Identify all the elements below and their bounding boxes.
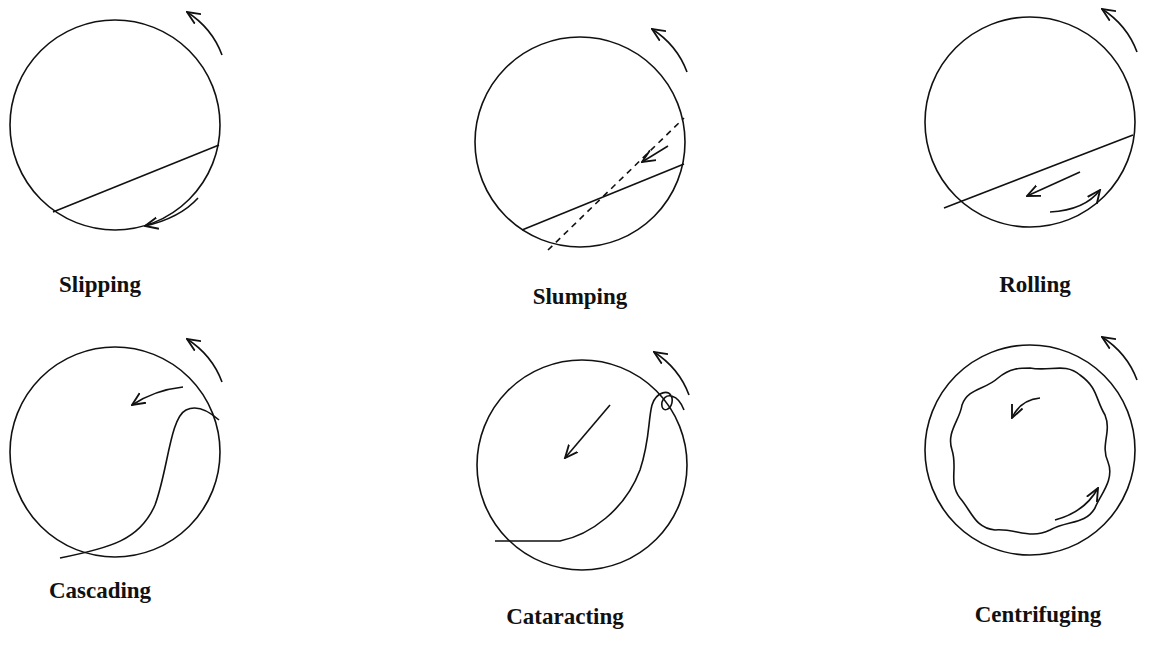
drum-circle bbox=[477, 360, 687, 570]
bed-surface bbox=[944, 135, 1133, 208]
rotation-arrow bbox=[187, 339, 222, 382]
motion-arrow bbox=[642, 146, 668, 162]
motion-arrow bbox=[132, 387, 183, 405]
rotation-arrow bbox=[654, 352, 689, 395]
drum-circle bbox=[10, 347, 220, 557]
rotation-arrow bbox=[1102, 9, 1137, 52]
regime-label: Rolling bbox=[999, 272, 1071, 297]
rotation-arrow bbox=[187, 12, 222, 55]
motion-arrow bbox=[1027, 172, 1080, 196]
bed-surface bbox=[495, 392, 684, 541]
motion-arrow bbox=[1012, 398, 1040, 418]
rotation-arrow bbox=[652, 29, 687, 72]
rotation-arrow bbox=[1102, 337, 1137, 380]
motion-arrow bbox=[1055, 488, 1098, 520]
bed-surface bbox=[60, 408, 219, 558]
drum-circle bbox=[10, 20, 220, 230]
regime-label: Cataracting bbox=[506, 604, 624, 629]
motion-arrow bbox=[565, 405, 610, 458]
regime-label: Cascading bbox=[49, 578, 151, 603]
regime-label: Slipping bbox=[59, 272, 141, 297]
bed-surface bbox=[522, 164, 684, 230]
particle-layer bbox=[951, 368, 1110, 534]
motion-arrow bbox=[145, 198, 198, 226]
drum-circle bbox=[925, 17, 1135, 227]
drum-circle bbox=[925, 345, 1135, 555]
regime-label: Slumping bbox=[533, 284, 628, 309]
drum-circle bbox=[475, 37, 685, 247]
regime-label: Centrifuging bbox=[975, 602, 1102, 627]
motion-arrow bbox=[1050, 190, 1100, 212]
slump-surface bbox=[548, 118, 684, 250]
